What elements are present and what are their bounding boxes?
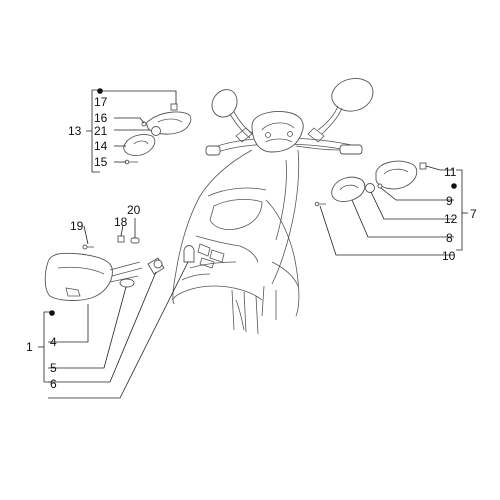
indicator-housing-11	[375, 160, 418, 190]
scooter-drawing	[171, 78, 374, 335]
rear-body	[261, 199, 300, 320]
bulb-21	[151, 126, 161, 136]
label-1: 1	[26, 340, 33, 354]
front-fender	[171, 285, 263, 335]
lens-8	[331, 176, 366, 202]
bracket-13	[86, 89, 100, 173]
label-4: 4	[50, 335, 57, 349]
label-18: 18	[114, 215, 128, 229]
left-indicator-assembly	[123, 103, 192, 165]
nut-9	[377, 183, 383, 189]
clip-17	[170, 103, 178, 111]
lens-14	[123, 134, 156, 157]
label-7: 7	[470, 207, 477, 221]
label-15: 15	[94, 155, 108, 169]
group-dot-1	[49, 310, 55, 316]
label-14: 14	[94, 139, 108, 153]
label-6: 6	[50, 377, 57, 391]
nut-16	[141, 121, 147, 127]
bulb-6	[183, 245, 195, 263]
right-mirror	[317, 78, 374, 135]
label-13: 13	[68, 124, 82, 138]
front-shield	[172, 149, 300, 305]
bracket-7	[456, 169, 468, 251]
label-8: 8	[446, 231, 453, 245]
label-11: 11	[444, 165, 457, 179]
left-mirror	[211, 89, 255, 139]
headlamp-unit-1	[44, 252, 113, 301]
right-indicator-assembly	[314, 160, 427, 207]
label-12: 12	[444, 212, 458, 226]
leader-lines	[48, 90, 454, 399]
group-dot-7	[451, 183, 457, 189]
clip-11	[419, 162, 427, 170]
headset	[251, 111, 341, 153]
handlebar	[205, 127, 363, 156]
part-labels: 17 16 13 21 14 15 11 9 7 12 8 10 19 18 2…	[26, 95, 477, 391]
label-5: 5	[50, 361, 57, 375]
headlamp-assembly	[44, 235, 195, 301]
label-9: 9	[446, 194, 453, 208]
label-10: 10	[442, 249, 456, 263]
label-21: 21	[94, 124, 108, 138]
clip-18	[117, 235, 125, 243]
ring-4	[119, 278, 135, 288]
label-20: 20	[127, 203, 141, 217]
label-17: 17	[94, 95, 108, 109]
label-16: 16	[94, 111, 108, 125]
label-19: 19	[70, 219, 84, 233]
bulb-12	[365, 183, 375, 193]
screw-20	[130, 237, 140, 244]
